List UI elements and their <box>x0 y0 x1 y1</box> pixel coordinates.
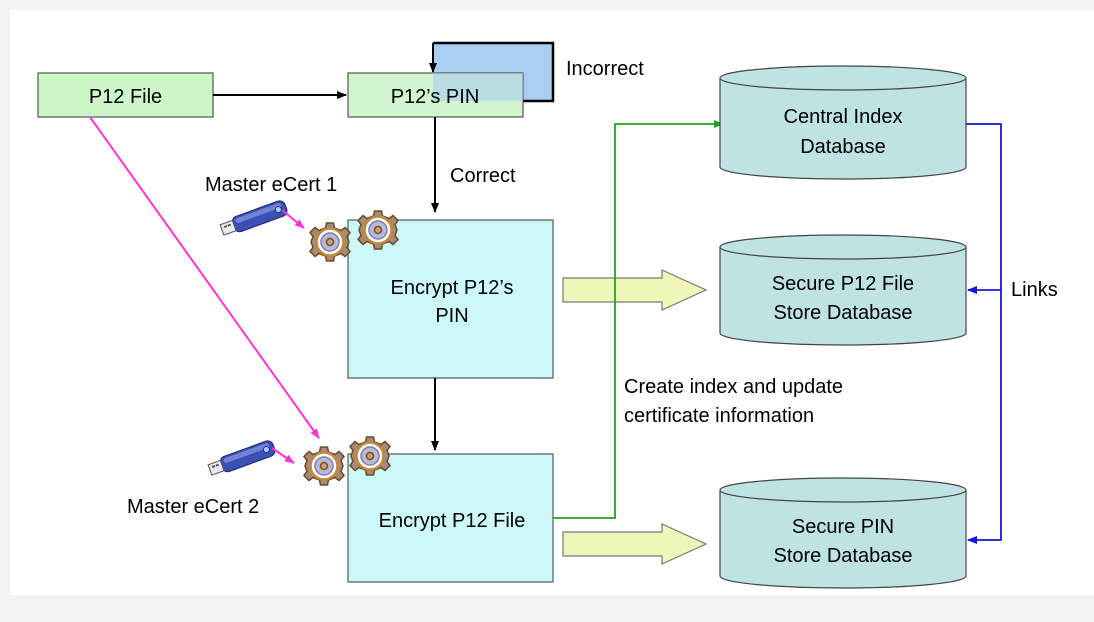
arrow-to-central-index <box>553 120 724 519</box>
pin-store-label-line2: Store Database <box>774 545 913 567</box>
central-db-label-line2: Database <box>800 136 886 158</box>
master-ecert-1-label: Master eCert 1 <box>205 174 337 196</box>
usb1-arrow <box>281 209 305 229</box>
encrypt-file-label: Encrypt P12 File <box>379 510 526 532</box>
create-index-label-line2: certificate information <box>624 405 814 427</box>
create-index-label-line1: Create index and update <box>624 376 843 398</box>
p12-store-database: Secure P12 File Store Database <box>719 234 967 346</box>
incorrect-label: Incorrect <box>566 58 644 80</box>
encrypt-pin-label-line2: PIN <box>435 305 468 327</box>
block-arrow-to-p12-store <box>562 269 708 311</box>
arrow-p12-to-encrypt <box>89 116 320 439</box>
correct-label: Correct <box>450 165 516 187</box>
p12-pin-box: P12’s PIN <box>347 72 524 118</box>
encrypt-file-box: Encrypt P12 File <box>347 453 554 583</box>
p12-store-label-line1: Secure P12 File <box>772 273 914 295</box>
links-label: Links <box>1011 279 1058 301</box>
master-ecert-2-label: Master eCert 2 <box>127 496 259 518</box>
central-index-database: Central Index Database <box>719 65 967 180</box>
pin-store-label-line1: Secure PIN <box>792 516 894 538</box>
central-db-label-line1: Central Index <box>784 106 903 128</box>
p12-pin-label: P12’s PIN <box>391 86 480 108</box>
p12-file-box: P12 File <box>37 72 214 118</box>
p12-store-label-line2: Store Database <box>774 302 913 324</box>
pin-store-database: Secure PIN Store Database <box>719 477 967 589</box>
usb2-arrow <box>271 447 295 464</box>
incorrect-loop-line <box>433 41 555 103</box>
links-line <box>966 123 1002 544</box>
block-arrow-to-pin-store <box>562 523 708 565</box>
p12-file-label: P12 File <box>89 86 162 108</box>
encrypt-pin-label-line1: Encrypt P12’s <box>390 277 513 299</box>
